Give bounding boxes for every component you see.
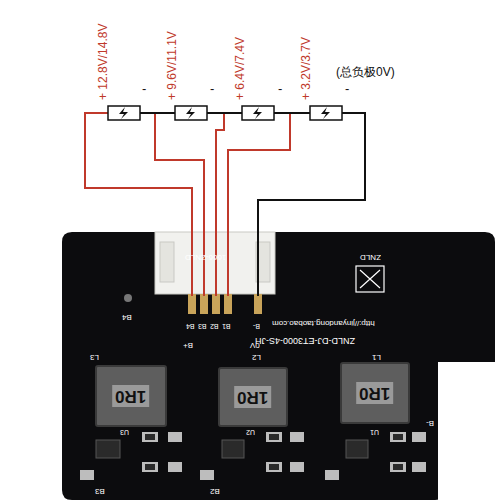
board-cutout [438,362,495,500]
logo-box [356,266,384,292]
pin-label: B1 [222,322,231,330]
inductor-value: 1R0 [234,386,271,408]
pin-label: B3 [198,322,207,330]
wires [85,113,365,296]
pin-label: B+ [183,340,193,349]
part-ref: L3 [90,352,99,361]
battery-cells [108,106,352,120]
voltage-label: + 9.6V/11.1V [166,31,179,100]
pin-label: 0V [250,340,260,349]
connector-pins [188,294,262,314]
part-ref: L1 [372,352,381,361]
polarity-mark: - [210,82,214,96]
part-ref: U1 [370,428,379,436]
inductor: 1R0 [218,367,288,427]
part-number: ZNLD-DJ-ET3000-4S-JH [255,336,355,346]
inductor: 1R0 [95,365,167,427]
connector-latch [160,242,174,282]
pad-label: B- [426,418,434,427]
polarity-mark: - [142,82,146,96]
smd-parts [80,432,426,480]
inductor-value: 1R0 [356,382,393,404]
via [124,294,132,302]
voltage-label: + 6.4V/7.4V [234,37,247,100]
polarity-mark: - [345,82,349,96]
inductor: 1R0 [340,362,410,424]
pad-label: B2 [210,486,220,495]
part-ref: L2 [252,352,261,361]
pin-label: B4 [186,322,195,330]
pin-label: B2 [210,322,219,330]
part-ref: U3 [120,428,129,436]
pad-label: B4 [122,312,132,321]
inductor-value: 1R0 [112,385,149,407]
polarity-mark: - [278,82,282,96]
url-text: http://jinyandong.taobao.com [272,318,375,327]
board-marking: 1666-ZNLD [185,252,226,261]
voltage-label: + 3.2V/3.7V [300,37,313,100]
logo-text: ZNLD [360,252,381,261]
voltage-label: + 12.8V/14.8V [97,24,110,100]
pin-label: B- [253,322,260,330]
logo-cross [360,270,380,288]
pcb-board [62,232,495,500]
pcb-board: ZNLD-DJ-ET3000-4S-JH 1R0 1R0 1R0 [62,232,495,500]
part-ref: U2 [246,428,255,436]
note: (总负极0V) [336,66,395,79]
pad-label: B3 [95,486,105,495]
